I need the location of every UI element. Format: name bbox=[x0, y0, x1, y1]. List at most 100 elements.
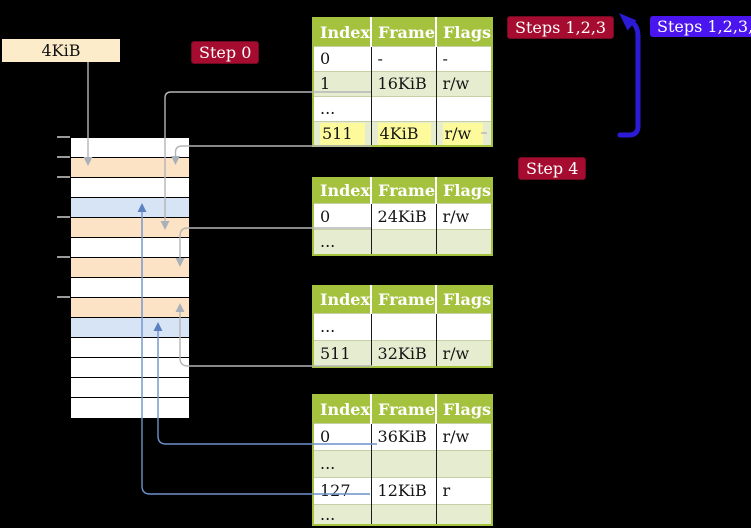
table-row: 1 16KiB r/w bbox=[313, 70, 493, 96]
memory-frame-row-peach bbox=[71, 258, 189, 278]
cell-flags: r/w bbox=[436, 70, 493, 96]
frame-size-label: 4KiB bbox=[2, 39, 120, 62]
badge-step-4: Step 4 bbox=[518, 157, 587, 180]
cell-index: 0 bbox=[313, 202, 372, 229]
cell-flags: r/w bbox=[436, 339, 493, 367]
connector-pt1-idx511-to-frame4 bbox=[174, 145, 371, 156]
header-flags: Flags bbox=[436, 395, 493, 423]
memory-frame-row-white bbox=[71, 238, 189, 258]
page-table-3: Index Frame Flags ... 511 32KiB r/w bbox=[312, 285, 494, 368]
cell-index: 0 bbox=[313, 45, 372, 71]
table-row: 0 - - bbox=[313, 45, 493, 71]
address-tick bbox=[57, 136, 70, 138]
memory-frame-row-white bbox=[71, 378, 189, 398]
cell-flags bbox=[436, 503, 493, 525]
badge-step-0: Step 0 bbox=[191, 41, 260, 64]
memory-frame-row-white bbox=[71, 278, 189, 298]
page-table-1: Index Frame Flags 0 - - 1 16KiB r/w ... … bbox=[312, 17, 494, 147]
address-tick bbox=[57, 176, 70, 178]
header-index: Index bbox=[313, 178, 373, 203]
arrowhead-up-left-icon bbox=[619, 13, 637, 31]
header-flags: Flags bbox=[436, 178, 493, 203]
cell-index: ... bbox=[313, 228, 372, 255]
header-frame: Frame bbox=[371, 178, 438, 203]
memory-frame-row-peach bbox=[71, 298, 189, 318]
header-index: Index bbox=[313, 395, 373, 423]
table-row: 0 24KiB r/w bbox=[313, 202, 493, 229]
cell-frame bbox=[371, 95, 437, 121]
table-row: 127 12KiB r bbox=[313, 476, 493, 504]
table-row: ... bbox=[313, 503, 493, 525]
table-header-row: Index Frame Flags bbox=[313, 395, 493, 423]
cell-frame bbox=[371, 503, 437, 525]
table-row-highlighted: 511 4KiB r/w bbox=[313, 120, 493, 146]
address-tick bbox=[57, 296, 70, 298]
table-header-row: Index Frame Flags bbox=[313, 178, 493, 203]
cell-flags bbox=[436, 312, 493, 340]
table-row: 0 36KiB r/w bbox=[313, 422, 493, 450]
table-row: ... bbox=[313, 312, 493, 340]
page-table-2: Index Frame Flags 0 24KiB r/w ... bbox=[312, 177, 494, 256]
cell-index: ... bbox=[313, 503, 372, 525]
header-flags: Flags bbox=[436, 18, 493, 46]
cell-flags: r/w bbox=[436, 202, 493, 229]
cell-frame: 36KiB bbox=[371, 422, 437, 450]
cell-flags bbox=[436, 228, 493, 255]
badge-steps-1-2-3: Steps 1,2,3 bbox=[507, 16, 615, 39]
header-index: Index bbox=[313, 286, 373, 313]
cell-index: 511 bbox=[313, 120, 372, 146]
memory-frame-row-blue bbox=[71, 318, 189, 338]
physical-memory-column bbox=[70, 137, 190, 418]
cell-flags bbox=[436, 449, 493, 477]
table-row: ... bbox=[313, 95, 493, 121]
cell-index: 0 bbox=[313, 422, 372, 450]
memory-frame-row-white bbox=[71, 178, 189, 198]
cell-frame: 12KiB bbox=[371, 476, 437, 504]
badge-steps-1-2-3-4: Steps 1,2,3,4 bbox=[650, 16, 751, 37]
cell-frame bbox=[371, 312, 437, 340]
table-row: 511 32KiB r/w bbox=[313, 339, 493, 367]
header-index: Index bbox=[313, 18, 373, 46]
highlight-text: 4KiB bbox=[377, 122, 431, 146]
cell-index: ... bbox=[313, 449, 372, 477]
memory-frame-row-blue bbox=[71, 198, 189, 218]
memory-frame-row-white bbox=[71, 138, 189, 158]
cell-index: 127 bbox=[313, 476, 372, 504]
cell-frame: - bbox=[371, 45, 437, 71]
cell-flags: - bbox=[436, 45, 493, 71]
header-flags: Flags bbox=[436, 286, 493, 313]
cell-index: ... bbox=[313, 95, 372, 121]
cell-frame: 16KiB bbox=[371, 70, 437, 96]
highlight-text: r/w bbox=[442, 122, 484, 146]
cell-frame: 4KiB bbox=[371, 120, 437, 146]
page-table-4: Index Frame Flags 0 36KiB r/w ... 127 12… bbox=[312, 394, 494, 526]
memory-frame-row-white bbox=[71, 338, 189, 358]
cell-index: ... bbox=[313, 312, 372, 340]
cell-index: 1 bbox=[313, 70, 372, 96]
table-row: ... bbox=[313, 228, 493, 255]
address-tick bbox=[57, 216, 70, 218]
header-frame: Frame bbox=[371, 395, 438, 423]
header-frame: Frame bbox=[371, 18, 438, 46]
address-tick bbox=[57, 156, 70, 158]
cell-index: 511 bbox=[313, 339, 372, 367]
table-row: ... bbox=[313, 449, 493, 477]
memory-frame-row-peach bbox=[71, 158, 189, 178]
table-header-row: Index Frame Flags bbox=[313, 18, 493, 46]
cell-frame bbox=[371, 228, 437, 255]
memory-frame-row-white bbox=[71, 358, 189, 378]
cell-flags: r/w bbox=[436, 120, 493, 146]
highlight-text: 511 bbox=[320, 122, 365, 146]
cell-flags: r/w bbox=[436, 422, 493, 450]
cell-frame: 24KiB bbox=[371, 202, 437, 229]
steps-loop-arrow bbox=[617, 20, 641, 138]
cell-frame: 32KiB bbox=[371, 339, 437, 367]
table-header-row: Index Frame Flags bbox=[313, 286, 493, 313]
cell-flags bbox=[436, 95, 493, 121]
memory-frame-row-white bbox=[71, 398, 189, 418]
address-tick bbox=[57, 256, 70, 258]
cell-flags: r bbox=[436, 476, 493, 504]
cell-frame bbox=[371, 449, 437, 477]
memory-frame-row-peach bbox=[71, 218, 189, 238]
